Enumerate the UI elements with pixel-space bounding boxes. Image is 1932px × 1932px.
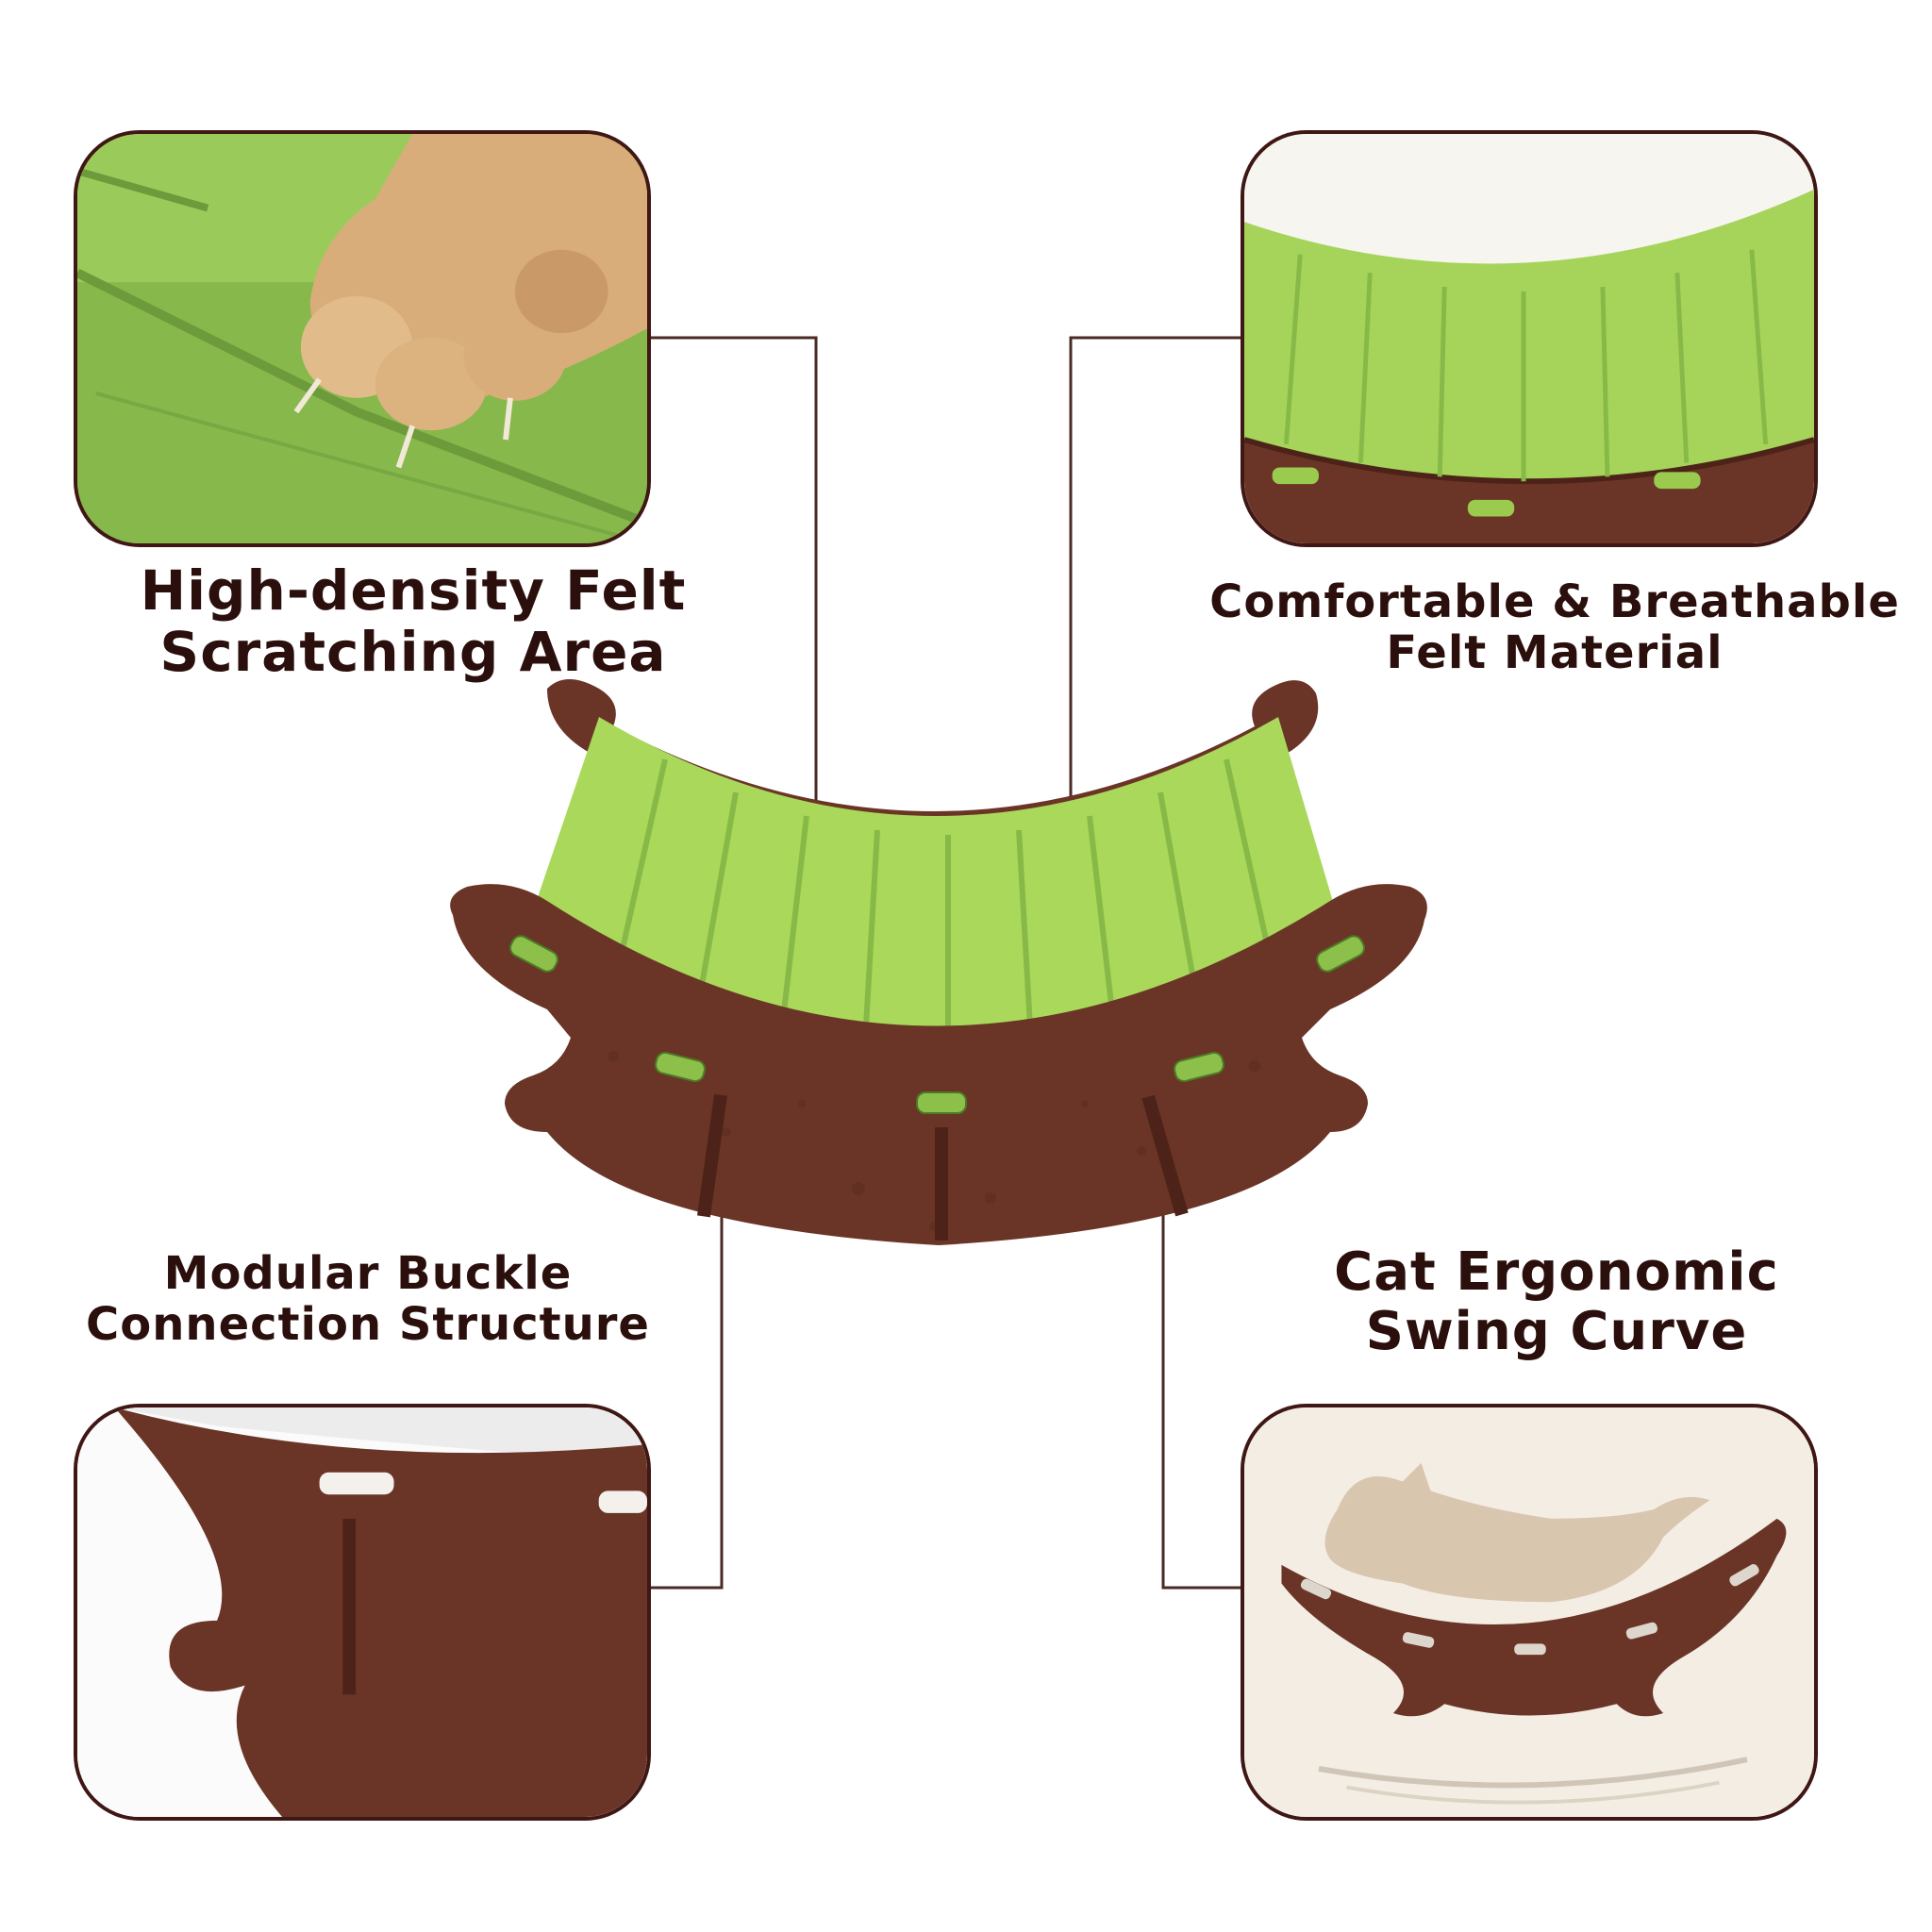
feature-caption-high-density-felt: High-density Felt Scratching Area (74, 560, 753, 683)
feature-caption-swing-curve: Cat Ergonomic Swing Curve (1226, 1241, 1887, 1362)
panel-cat-swing (1241, 1404, 1818, 1821)
feature-caption-line-2: Scratching Area (159, 619, 667, 684)
panel-buckle-closeup (74, 1404, 651, 1821)
feature-caption-line-2: Connection Structure (86, 1297, 650, 1351)
product-felt-surface (519, 717, 1354, 1076)
buckle-5 (1316, 935, 1365, 973)
buckle-1 (509, 935, 558, 973)
feature-caption-breathable-felt: Comfortable & Breathable Felt Material (1177, 575, 1932, 679)
feature-caption-line-1: High-density Felt (140, 558, 687, 623)
product-front-panel (450, 884, 1427, 1245)
buckle-2 (655, 1051, 706, 1083)
buckle-3 (916, 1091, 967, 1114)
feature-caption-line-2: Felt Material (1386, 625, 1724, 679)
buckle-4 (1174, 1051, 1224, 1083)
product-buckles (509, 935, 1365, 1114)
feature-caption-modular-buckle: Modular Buckle Connection Structure (38, 1247, 698, 1351)
cat-on-swing-icon (1244, 1407, 1814, 1817)
feature-caption-line-1: Comfortable & Breathable (1209, 575, 1900, 628)
feature-caption-line-1: Modular Buckle (163, 1247, 573, 1300)
cat-paw-icon (77, 134, 647, 543)
buckle-closeup-icon (77, 1407, 647, 1817)
felt-closeup-icon (1244, 134, 1814, 543)
cat-scratcher-swing-product (450, 679, 1427, 1245)
feature-caption-line-2: Swing Curve (1365, 1300, 1748, 1362)
feature-caption-line-1: Cat Ergonomic (1334, 1241, 1779, 1303)
product-slots (697, 1093, 1189, 1241)
panel-paw-closeup (74, 130, 651, 547)
panel-felt-closeup (1241, 130, 1818, 547)
